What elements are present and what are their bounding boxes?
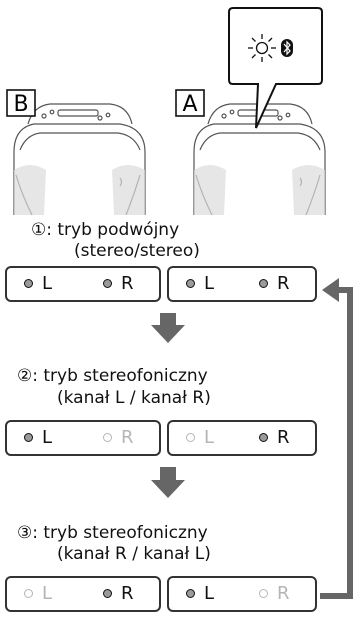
right-indicator-dot <box>259 279 268 288</box>
speaker-b-label-box <box>6 89 36 117</box>
right-channel-label: R <box>121 427 134 448</box>
speaker-a-grille <box>194 165 325 215</box>
left-channel-label: L <box>42 273 53 294</box>
mode-2-line2: (kanał L / kanał R) <box>57 388 211 408</box>
right-channel-label: R <box>121 273 134 294</box>
loop-back-arrow <box>320 287 353 599</box>
left-channel-label: L <box>204 583 215 604</box>
speakers-illustration: B A <box>6 7 326 215</box>
right-channel-label: R <box>277 583 290 604</box>
speaker-b-grille <box>14 165 145 215</box>
left-channel-label: L <box>42 427 53 448</box>
speaker-a-label: A <box>182 92 197 117</box>
mode-1-number: ① <box>31 220 47 240</box>
mode-2-line1: : tryb stereofoniczny <box>32 366 208 386</box>
left-channel-label: L <box>204 427 215 448</box>
speaker-a-label-box <box>175 89 205 117</box>
mode-3-number: ③ <box>17 523 33 543</box>
mode-3-line2: (kanał R / kanał L) <box>57 544 211 564</box>
mode-1-line1: : tryb podwójny <box>46 220 180 240</box>
left-channel-label: L <box>204 273 215 294</box>
left-indicator-dot <box>186 589 195 598</box>
down-arrow-2 <box>151 467 185 498</box>
right-channel-label: R <box>277 273 290 294</box>
right-indicator-dot <box>259 433 268 442</box>
speaker-b-label: B <box>13 92 28 117</box>
right-channel-label: R <box>277 427 290 448</box>
mode-3-title: ③: tryb stereofoniczny <box>17 523 208 544</box>
right-indicator-dot <box>103 433 112 442</box>
left-channel-label: L <box>42 583 53 604</box>
left-indicator-dot <box>24 589 33 598</box>
bluetooth-icon <box>281 39 293 57</box>
mode-2-number: ② <box>17 366 33 386</box>
down-arrow-1 <box>151 313 185 343</box>
loop-back-arrowhead <box>322 278 339 302</box>
left-indicator-dot <box>24 279 33 288</box>
mode-1-line2: (stereo/stereo) <box>74 241 200 261</box>
mode-2-title: ②: tryb stereofoniczny <box>17 366 208 387</box>
right-channel-label: R <box>121 583 134 604</box>
mode-3-line1: : tryb stereofoniczny <box>32 523 208 543</box>
left-indicator-dot <box>186 433 195 442</box>
left-indicator-dot <box>186 279 195 288</box>
left-indicator-dot <box>24 433 33 442</box>
right-indicator-dot <box>259 589 268 598</box>
mode-1-title: ①: tryb podwójny <box>31 220 179 241</box>
right-indicator-dot <box>103 589 112 598</box>
right-indicator-dot <box>103 279 112 288</box>
light-flashing-icon <box>248 34 276 62</box>
